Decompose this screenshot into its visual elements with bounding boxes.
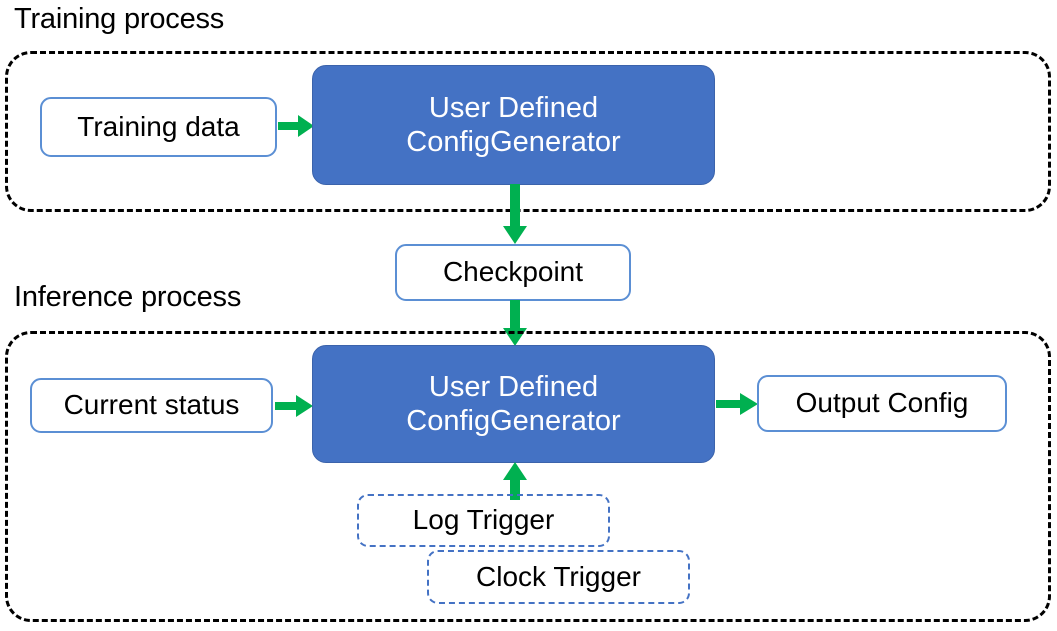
arrow-generator-to-output-config <box>716 390 760 418</box>
arrow-generator-to-checkpoint <box>500 184 530 246</box>
log-trigger-label: Log Trigger <box>412 504 555 536</box>
arrow-checkpoint-to-inference-generator <box>500 300 530 348</box>
clock-trigger-label: Clock Trigger <box>476 560 641 592</box>
training-data-label: Training data <box>77 110 240 142</box>
current-status-box[interactable]: Current status <box>30 378 273 433</box>
training-config-generator-box[interactable]: User Defined ConfigGenerator <box>312 65 715 185</box>
checkpoint-box[interactable]: Checkpoint <box>395 244 631 301</box>
checkpoint-label: Checkpoint <box>442 256 584 288</box>
training-generator-line1: User Defined <box>428 91 599 124</box>
log-trigger-box[interactable]: Log Trigger <box>357 494 610 547</box>
arrow-training-data-to-generator <box>278 112 316 140</box>
current-status-label: Current status <box>63 389 240 421</box>
training-data-box[interactable]: Training data <box>40 97 277 157</box>
inference-process-label: Inference process <box>14 281 242 313</box>
inference-process-container <box>5 331 1051 622</box>
inference-config-generator-box[interactable]: User Defined ConfigGenerator <box>312 345 715 463</box>
training-generator-line2: ConfigGenerator <box>406 126 621 158</box>
arrow-triggers-to-generator <box>500 462 530 500</box>
clock-trigger-box[interactable]: Clock Trigger <box>427 550 690 604</box>
inference-generator-line1: User Defined <box>428 370 599 403</box>
output-config-box[interactable]: Output Config <box>757 375 1007 432</box>
training-process-container <box>5 51 1051 212</box>
arrow-current-status-to-generator <box>275 392 315 420</box>
training-process-label: Training process <box>14 3 225 35</box>
inference-generator-line2: ConfigGenerator <box>406 405 621 437</box>
output-config-label: Output Config <box>795 387 969 419</box>
